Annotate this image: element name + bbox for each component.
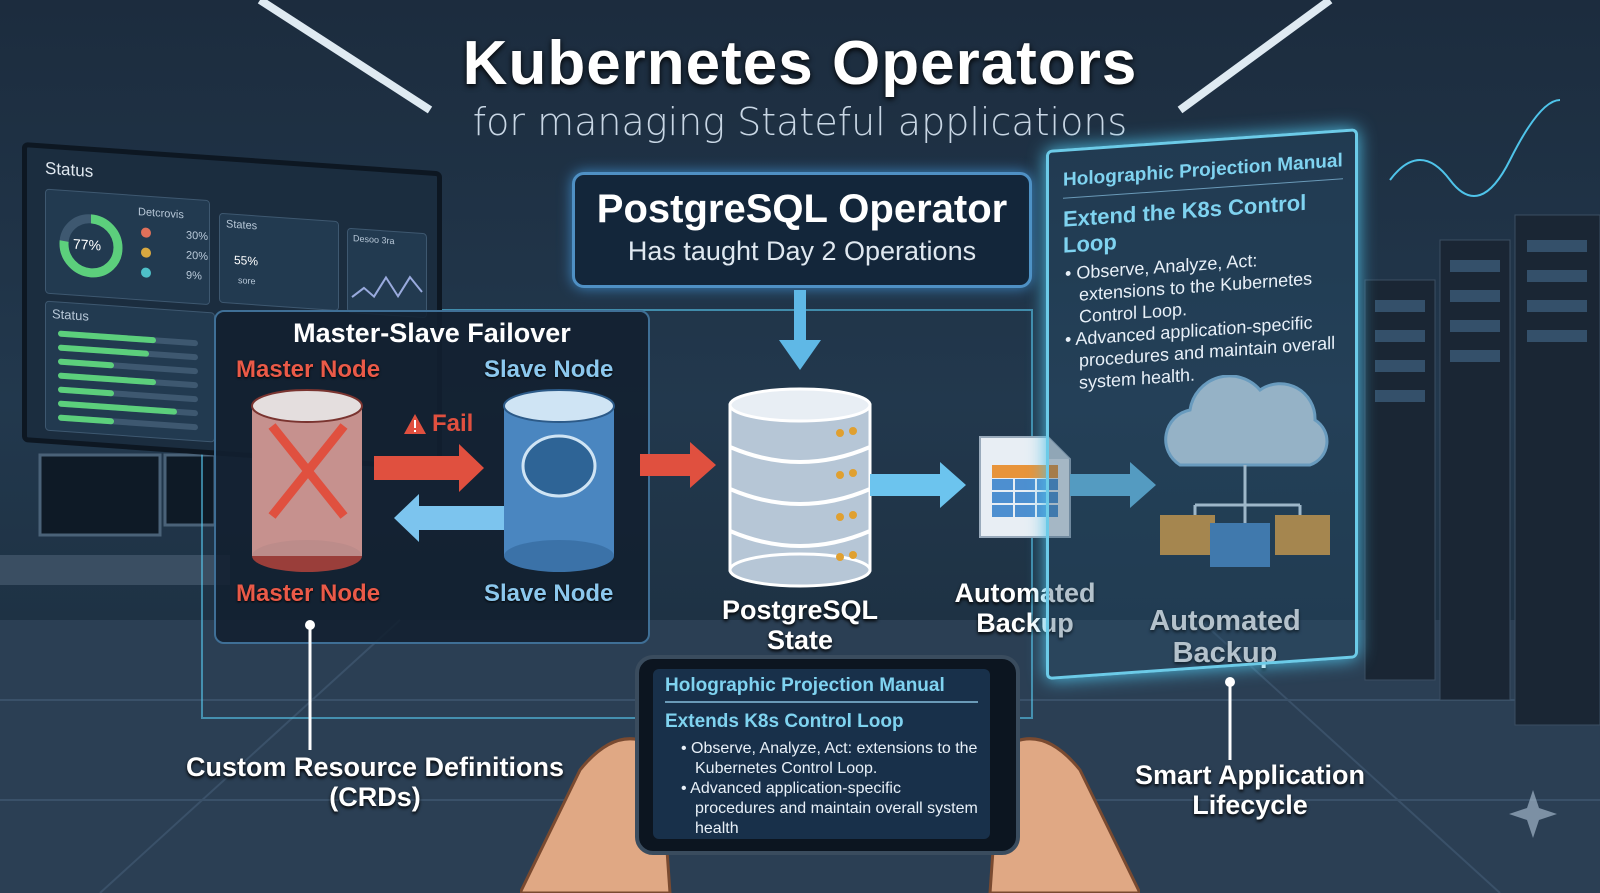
operator-down-arrow [779,290,821,370]
cloud-storage-icon [1160,375,1330,567]
legend-title: Detcrovis [138,206,184,222]
operator-title: PostgreSQL Operator [596,187,1008,231]
ceiling-light-right [1177,0,1333,114]
legend-dot [141,267,151,279]
status-bar [58,344,198,361]
dashboard-monitor: Status 77% Detcrovis 30% 20% 9% States 5… [22,142,442,472]
bullet-item: Advanced application-specific procedures… [681,779,978,839]
master-node-label: Master Node [236,356,381,383]
states-title: States [226,218,258,233]
elephant-icon [521,434,597,498]
wall-graph [1389,99,1561,197]
line-chart-panel: Desoo 3ra [347,227,427,319]
gauge-value: 55% [234,252,259,269]
fail-arrow [374,444,484,492]
slave-db-icon [503,389,615,572]
desk-monitor [38,453,162,537]
label-line: Backup [976,608,1074,638]
page-title: Kubernetes Operators [462,29,1138,98]
folder-icons [1160,515,1330,567]
fail-label: Fail [432,410,474,437]
status-bar-fill [58,386,114,397]
label-line: Backup [1172,637,1278,669]
desk [0,555,230,585]
label-line: Automated [1149,605,1301,637]
tablet-header: Holographic Projection Manual [665,675,978,703]
crd-callout-line [305,620,315,750]
chart-title: Desoo 3ra [353,233,395,247]
state-to-backup-arrow [870,462,966,508]
failback-arrow [394,494,514,542]
status-bar [58,372,198,389]
status-bar-fill [58,372,156,386]
label-line: Custom Resource Definitions [185,752,565,782]
label-line: Automated [954,578,1096,608]
backup-document-icon [979,436,1071,538]
tablet-heading: Extends K8s Control Loop [665,711,904,732]
ceiling-light-left [257,0,433,114]
status-bar-fill [58,400,177,415]
desk-monitor [163,453,217,527]
postgresql-state-db-icon [728,387,872,588]
label-line: (CRDs) [329,782,421,812]
legend-dot [141,227,151,239]
crd-label: Custom Resource Definitions(CRDs) [175,752,575,812]
status-bar [58,330,198,347]
master-db-icon [251,389,363,572]
status-bar [58,386,198,403]
status-bars [58,330,198,439]
failover-panel: Master-Slave Failover Master Node Slave … [214,310,650,644]
legend-value: 30% [186,229,209,244]
tablet: Holographic Projection Manual Extends K8… [635,655,1020,855]
failover-title: Master-Slave Failover [293,318,571,348]
slave-node-bottom-label: Slave Node [484,580,614,607]
legend-value: 9% [186,269,202,283]
tablet-bullets: Observe, Analyze, Act: extensions to the… [681,739,978,839]
status-bar-fill [58,344,149,357]
operator-box: PostgreSQL Operator Has taught Day 2 Ope… [572,172,1032,288]
tablet-screen: Holographic Projection Manual Extends K8… [653,669,990,839]
status-bar [58,400,198,417]
legend-dot [141,247,151,259]
label-line: Smart Application [1134,760,1366,790]
bullet-item: Observe, Analyze, Act: extensions to the… [681,739,978,779]
failover-diagram [251,389,615,572]
donut-chart [59,214,123,278]
dashboard-title: Status [45,158,94,181]
status-bar-fill [58,358,114,369]
status-bar [58,414,198,431]
operator-subtitle: Has taught Day 2 Operations [627,236,977,266]
donut-value: 77% [73,235,102,254]
donut-panel: 77% Detcrovis 30% 20% 9% [45,188,210,306]
page-subtitle: for managing Stateful applications [472,100,1128,144]
failover-to-state-arrow [640,442,716,488]
holo-panel-bullets: Observe, Analyze, Act: extensions to the… [1065,243,1345,395]
label-line: Lifecycle [1192,790,1308,820]
backup-to-cloud-arrow [1070,462,1156,508]
label-line: State [766,625,834,655]
legend-value: 20% [186,249,209,264]
states-panel: States 55% sore [219,212,339,312]
holographic-manual-panel: Holographic Projection Manual Extend the… [1046,128,1358,680]
sparkle-icon [1509,790,1557,838]
status-bar-fill [58,330,156,344]
status-bar [58,358,198,375]
label-line: PostgreSQL [721,595,879,625]
status-bar-fill [58,414,114,425]
status-bars-panel: Status [45,300,215,443]
status-title: Status [52,306,89,324]
gauge-sub: sore [238,275,256,287]
slave-node-label: Slave Node [484,356,614,383]
mini-line-chart [351,275,423,299]
master-node-bottom-label: Master Node [236,580,381,607]
lifecycle-callout-line [1225,677,1235,760]
